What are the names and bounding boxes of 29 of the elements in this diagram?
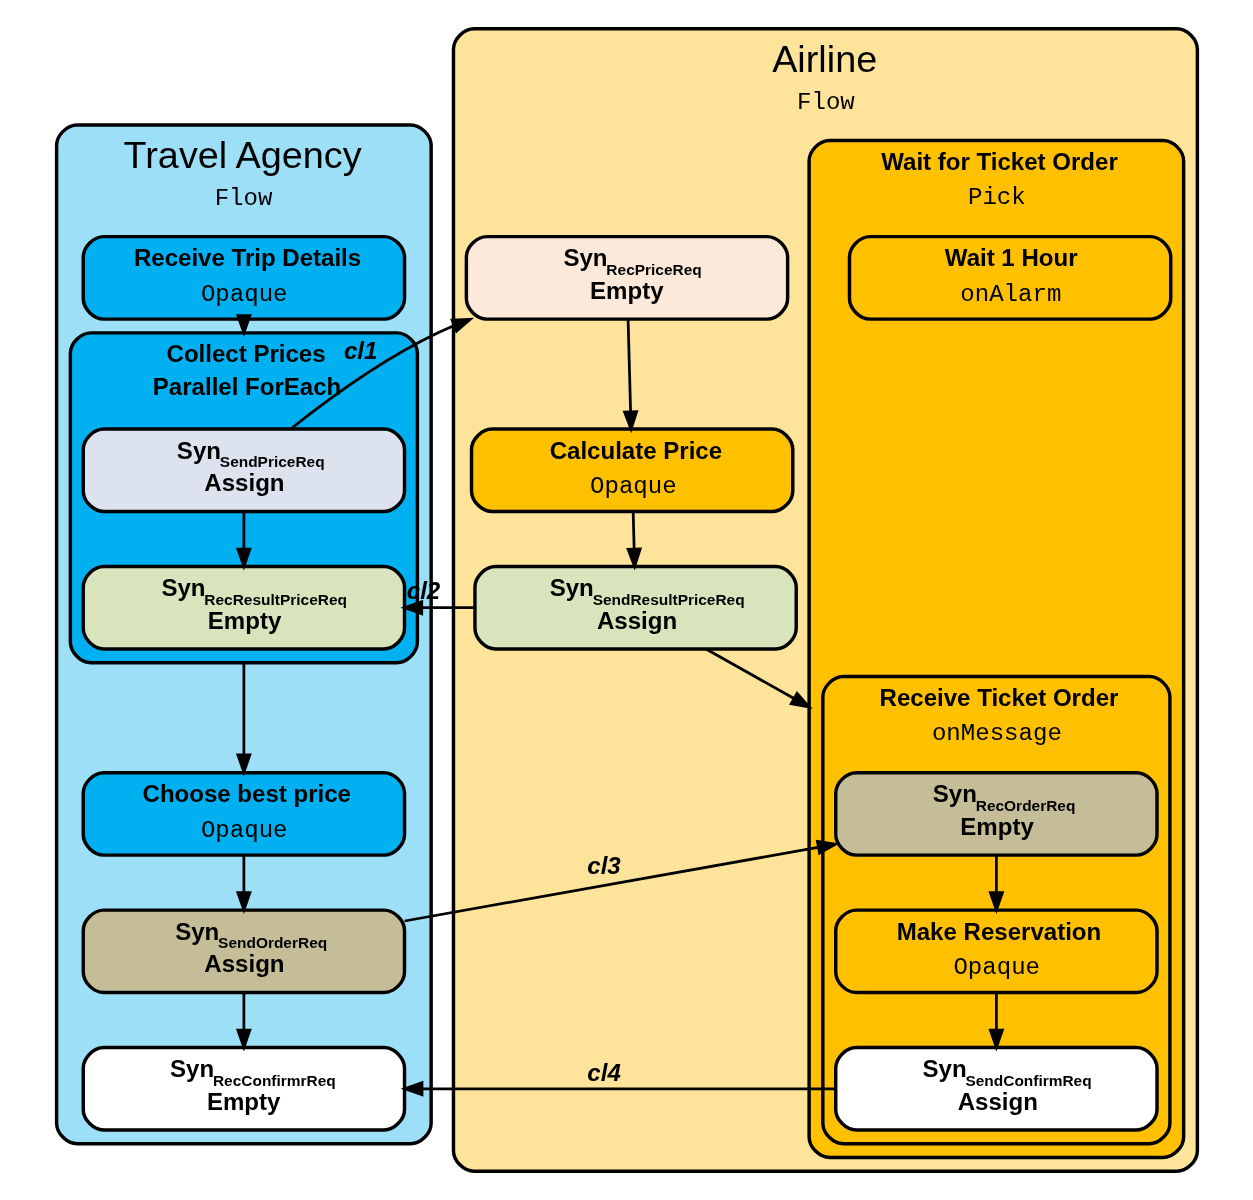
arrow	[399, 599, 475, 616]
arrow	[235, 512, 252, 571]
node-box: Syn$_{RecOrderReq}$ Empty	[833, 770, 1159, 857]
node-box: Make Reservation Opaque	[833, 908, 1159, 995]
arrow	[235, 314, 252, 337]
arrow	[987, 855, 1004, 915]
arrow	[235, 662, 252, 777]
node-box: Syn$_{RecResultPriceReq}$ Empty	[81, 564, 406, 651]
edge-label: cl3	[586, 852, 621, 880]
arrow	[289, 317, 474, 430]
node-box: Syn$_{SendPriceReq}$ Assign	[81, 427, 406, 514]
arrow	[622, 319, 639, 434]
arrow	[987, 993, 1004, 1052]
node-box: Wait 1 Hour onAlarm	[847, 234, 1172, 321]
arrow	[704, 647, 813, 709]
edge-label: cl4	[586, 1058, 621, 1086]
node-box: Calculate Price Opaque	[469, 427, 794, 514]
node-box: Choose best price Opaque	[81, 770, 406, 857]
arrow	[235, 855, 252, 915]
node-box: Syn$_{SendConfirmReq}$ Assign	[833, 1045, 1159, 1132]
node-box: Syn$_{RecPriceReq}$ Empty	[464, 234, 789, 321]
arrow	[235, 993, 252, 1052]
arrow	[403, 839, 839, 923]
arrow	[400, 1080, 835, 1097]
node-box: Syn$_{SendResultPriceReq}$ Assign	[472, 564, 798, 651]
arrow	[625, 512, 642, 571]
node-box: Syn$_{RecConfirmrReq}$ Empty	[81, 1045, 406, 1132]
edge-label: cl1	[343, 336, 377, 364]
node-box: Syn$_{SendOrderReq}$ Assign	[81, 908, 406, 995]
